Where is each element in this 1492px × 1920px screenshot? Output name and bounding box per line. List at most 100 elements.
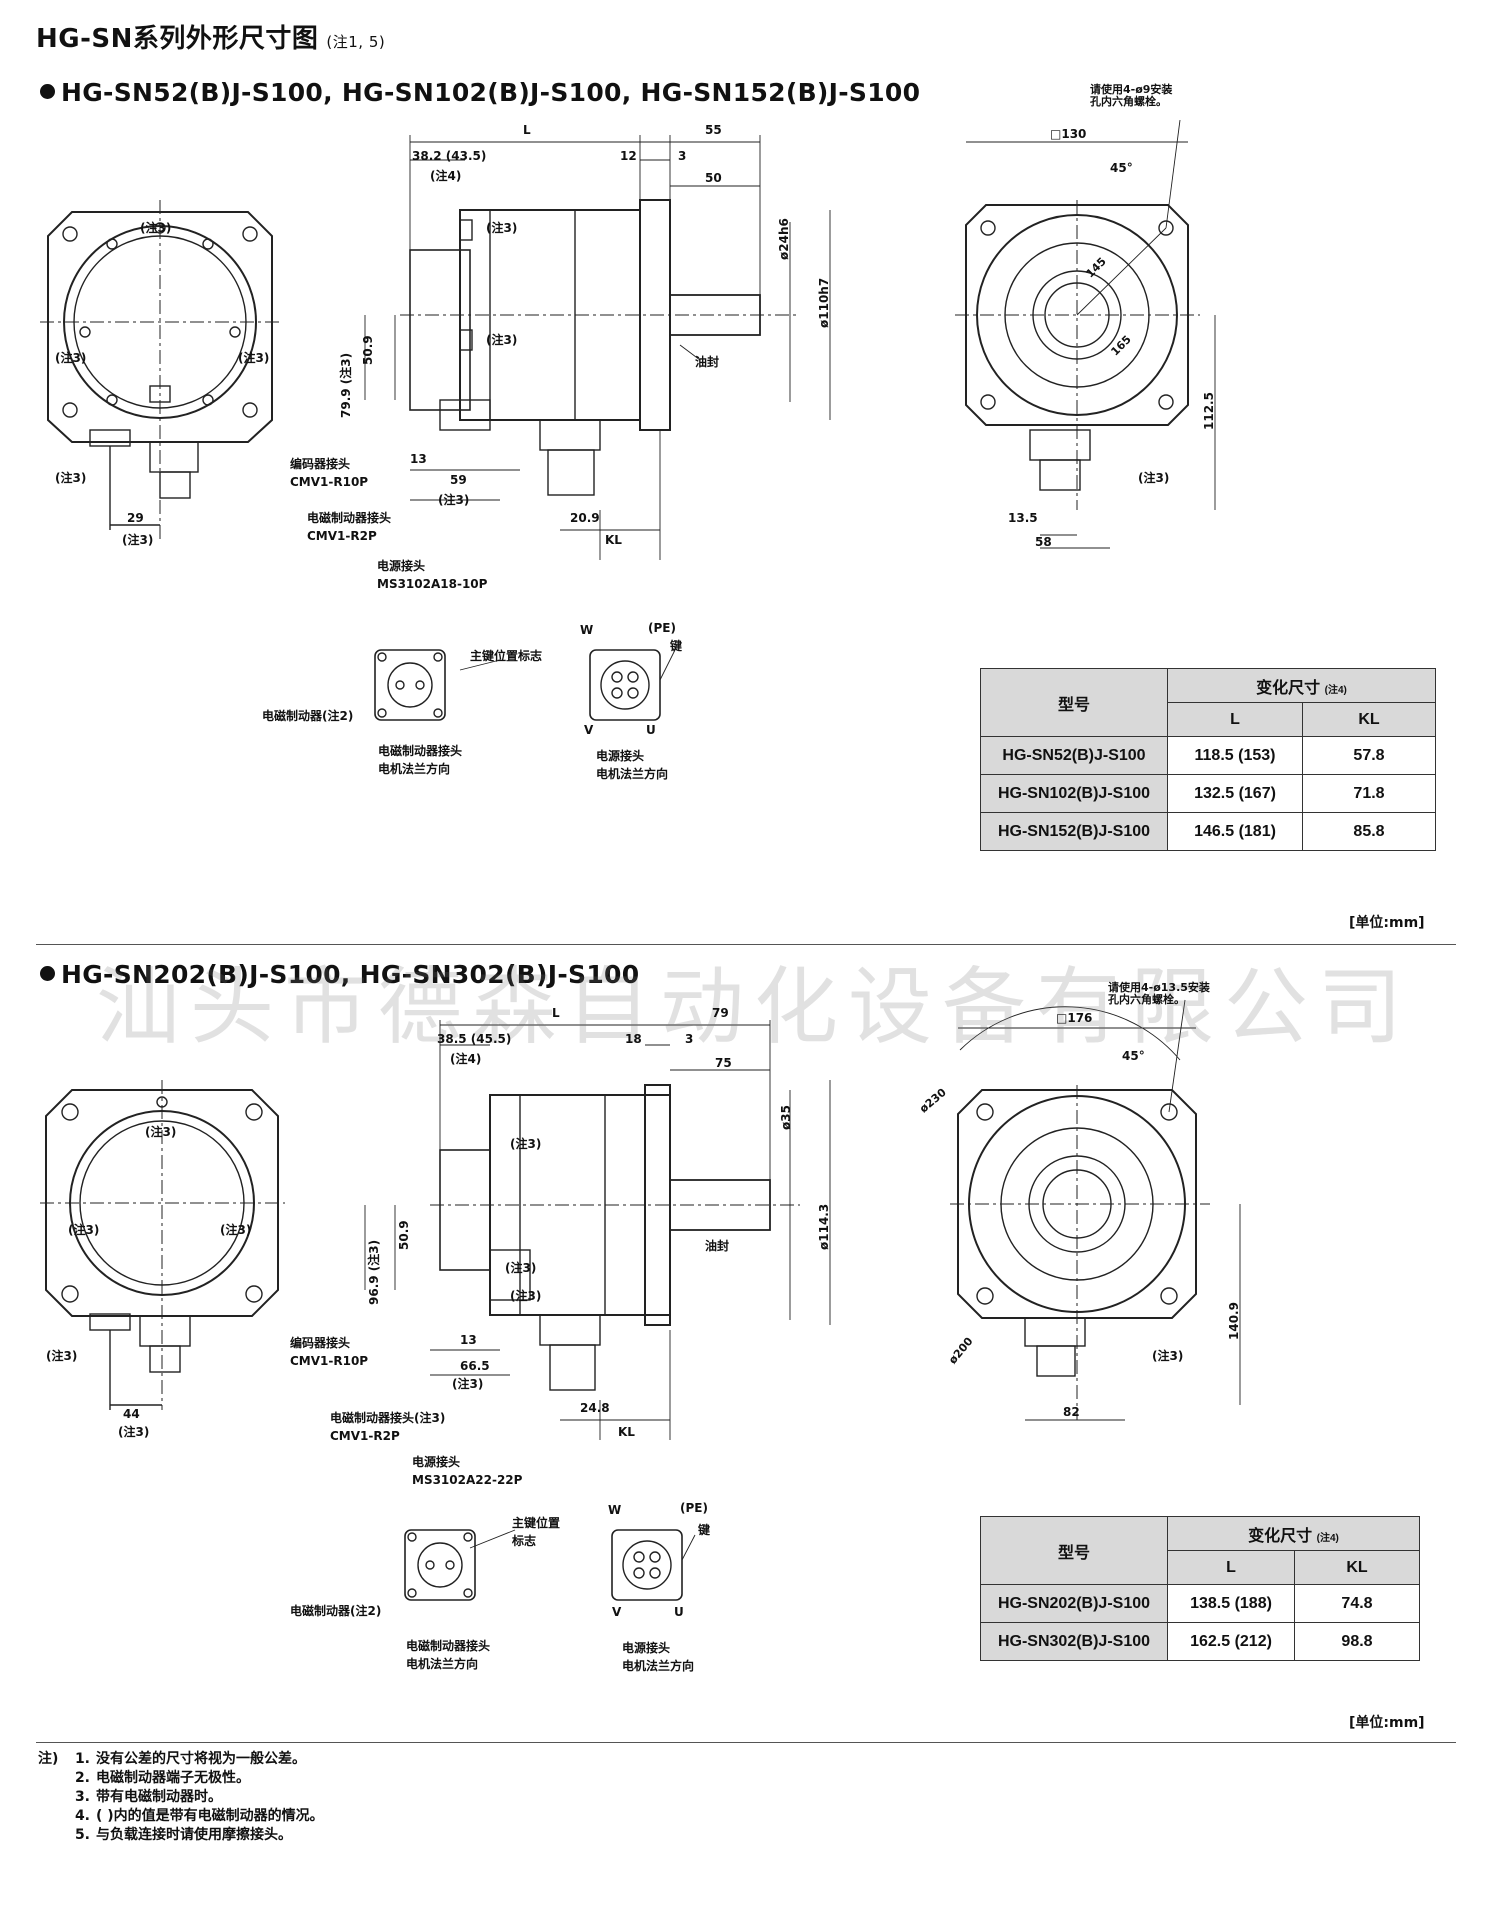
s1-unit: [单位:mm] [1349, 915, 1425, 931]
s1-side-view [364, 135, 831, 560]
dim-29: 29 [127, 511, 144, 525]
list-item: 3.带有电磁制动器时。 [74, 1789, 222, 1805]
list-item: 2.电磁制动器端子无极性。 [74, 1770, 250, 1786]
pin-V-2: V [612, 1605, 622, 1619]
dim2-24-8: 24.8 [580, 1401, 610, 1415]
side2-note3-b: (注3) [505, 1261, 537, 1275]
brake-dir-1: 电磁制动器接头 [378, 744, 463, 758]
dim-3: 3 [678, 149, 687, 163]
front-note3-c: (注3) [238, 351, 270, 365]
s2-flange-view [950, 999, 1241, 1421]
dim2-dia114: ø114.3 [817, 1203, 831, 1250]
list-item: 4.( )内的值是带有电磁制动器的情况。 [74, 1808, 324, 1824]
dim2-50-9: 50.9 [397, 1220, 411, 1250]
front2-note3-a: (注3) [145, 1125, 177, 1139]
side-note3-b: (注3) [486, 333, 518, 347]
side2-note3-a: (注3) [510, 1137, 542, 1151]
dim2-66-5: 66.5 [460, 1359, 490, 1373]
bolt-note: 请使用4-ø9安装 孔内六角螺栓。 [1090, 83, 1173, 109]
dim-note3-b: (注3) [122, 533, 154, 547]
table-header-L: L [1167, 1550, 1295, 1585]
encoder-conn-label-2: 编码器接头 [290, 1336, 351, 1350]
dim-38: 38.2 (43.5) [412, 149, 487, 163]
list-item: 5.与负载连接时请使用摩擦接头。 [74, 1827, 292, 1843]
dim-20-9: 20.9 [570, 511, 600, 525]
dim-13: 13 [410, 452, 427, 466]
power-dir-2: 电机法兰方向 [596, 767, 669, 781]
encoder-conn-label: 编码器接头 [290, 457, 351, 471]
section-divider [36, 944, 1456, 945]
dim-50: 50 [705, 171, 722, 185]
table-header-model: 型号 [980, 1516, 1168, 1585]
front2-note3-d: (注3) [46, 1349, 78, 1363]
dim2-note3-b: (注3) [118, 1425, 150, 1439]
front-note3-a: (注3) [140, 221, 172, 235]
title-note: (注1, 5) [326, 33, 386, 51]
encoder-conn-part-2: CMV1-R10P [290, 1354, 369, 1368]
power-dir-1: 电源接头 [596, 749, 645, 763]
pin-key: 键 [670, 639, 683, 653]
table-header-model: 型号 [980, 668, 1168, 737]
bullet-icon [40, 84, 55, 99]
table-header-KL: KL [1302, 702, 1436, 737]
power-conn-label: 电源接头 [377, 559, 426, 573]
pin-U: U [646, 723, 656, 737]
side-note3-a: (注3) [486, 221, 518, 235]
s2-connector-diagrams [404, 1529, 696, 1601]
dim2-79: 79 [712, 1006, 729, 1020]
bullet-icon [40, 966, 55, 981]
flange-note3: (注3) [1138, 471, 1170, 485]
dim-L: L [523, 123, 531, 137]
dim2-note3: (注3) [452, 1377, 484, 1391]
page-title: HG-SN系列外形尺寸图(注1, 5) [36, 24, 386, 54]
dim-50-9: 50.9 [361, 335, 375, 365]
front2-note3-c: (注3) [220, 1223, 252, 1237]
table-header-L: L [1167, 702, 1303, 737]
dim2-3: 3 [685, 1032, 694, 1046]
dim-79-9: 79.9 (注3) [339, 352, 353, 418]
dim2-82: 82 [1063, 1405, 1080, 1419]
dim-dia24: ø24h6 [777, 218, 791, 260]
pin-W: W [580, 623, 594, 637]
key-mark-label-2a: 主键位置 [512, 1516, 561, 1530]
brake-dir-1-2: 电磁制动器接头 [406, 1639, 491, 1653]
pin-U-2: U [674, 1605, 684, 1619]
power-conn-part-2: MS3102A22-22P [412, 1473, 523, 1487]
dim2-45deg: 45° [1122, 1049, 1145, 1063]
section1-heading: HG-SN52(B)J-S100, HG-SN102(B)J-S100, HG-… [40, 78, 920, 107]
list-item: 注)1.没有公差的尺寸将视为一般公差。 [38, 1751, 306, 1767]
pin-V: V [584, 723, 594, 737]
dim2-dia35: ø35 [779, 1105, 793, 1130]
side2-note3-c: (注3) [510, 1289, 542, 1303]
oilseal-label-2: 油封 [705, 1239, 730, 1253]
front-note3-b: (注3) [55, 351, 87, 365]
table-header-variable: 变化尺寸 (注4) [1167, 1516, 1420, 1551]
key-mark-label-2b: 标志 [512, 1534, 537, 1548]
s2-front-view [40, 1080, 285, 1410]
brake-conn-label-2: 电磁制动器接头(注3) [330, 1411, 446, 1425]
dim-dia110: ø110h7 [817, 277, 831, 328]
dim2-13: 13 [460, 1333, 477, 1347]
power-conn-part: MS3102A18-10P [377, 577, 488, 591]
dim-note3: (注3) [438, 493, 470, 507]
s1-connector-diagrams [374, 649, 676, 721]
notes-divider [36, 1742, 1456, 1743]
dim2-KL: KL [618, 1425, 635, 1439]
dim2-L: L [552, 1006, 560, 1020]
brake-dir-2-2: 电机法兰方向 [406, 1657, 479, 1671]
pin-key-2: 键 [698, 1523, 711, 1537]
dim-KL: KL [605, 533, 622, 547]
notes-list: 注)1.没有公差的尺寸将视为一般公差。 2.电磁制动器端子无极性。 3.带有电磁… [38, 1750, 324, 1845]
pin-PE-2: (PE) [680, 1501, 708, 1515]
s2-side-view [364, 1020, 831, 1440]
dim2-sq176: □176 [1056, 1011, 1093, 1025]
dim-12: 12 [620, 149, 637, 163]
table-header-variable: 变化尺寸 (注4) [1167, 668, 1436, 703]
brake-note-label-2: 电磁制动器(注2) [290, 1604, 382, 1618]
section2-heading: HG-SN202(B)J-S100, HG-SN302(B)J-S100 [40, 960, 639, 989]
s1-front-view [40, 200, 280, 540]
brake-dir-2: 电机法兰方向 [378, 762, 451, 776]
